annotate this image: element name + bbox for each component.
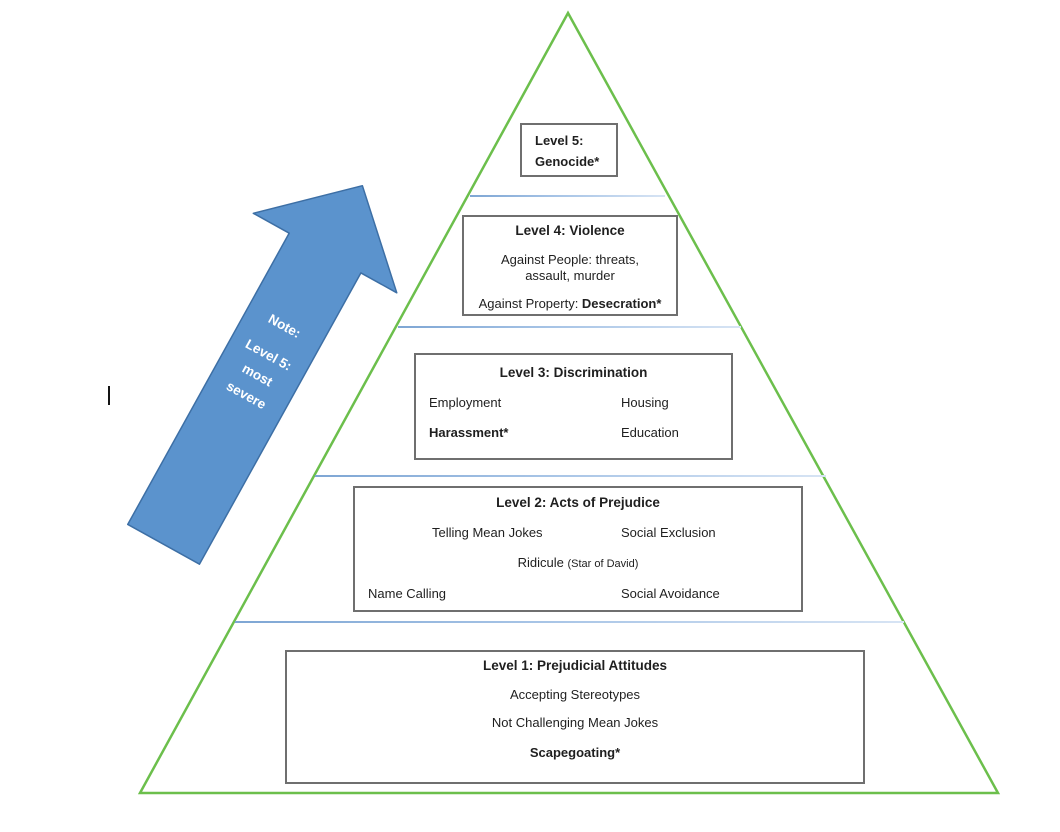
level-5-title: Level 5: bbox=[535, 133, 584, 148]
level-2-item-detail: (Star of David) bbox=[567, 558, 639, 570]
level-3-title: Level 3: Discrimination bbox=[499, 365, 648, 380]
level-divider-2-1 bbox=[235, 621, 904, 623]
level-2-item: Ridicule bbox=[517, 555, 568, 570]
level-1-item-bold: Scapegoating* bbox=[529, 745, 621, 760]
level-4-item-bold: Desecration* bbox=[581, 296, 662, 311]
level-2-item: Telling Mean Jokes bbox=[432, 525, 543, 540]
level-3-box: Level 3: Discrimination Employment Housi… bbox=[414, 353, 733, 460]
level-4-item: Against People: threats, bbox=[500, 252, 640, 267]
level-5-box: Level 5: Genocide* bbox=[520, 123, 618, 177]
level-4-box: Level 4: Violence Against People: threat… bbox=[462, 215, 678, 316]
level-1-item: Not Challenging Mean Jokes bbox=[491, 715, 659, 730]
level-3-row: Employment Housing bbox=[416, 395, 731, 411]
level-2-row: Telling Mean Jokes Social Exclusion bbox=[355, 525, 801, 541]
level-2-row: Name Calling Social Avoidance bbox=[355, 586, 801, 602]
level-3-item: Housing bbox=[621, 395, 669, 410]
level-divider-5-4 bbox=[470, 195, 665, 197]
level-1-title: Level 1: Prejudicial Attitudes bbox=[482, 658, 668, 673]
level-2-title: Level 2: Acts of Prejudice bbox=[496, 495, 660, 510]
level-2-row: Ridicule (Star of David) bbox=[355, 555, 801, 572]
level-3-row: Harassment* Education bbox=[416, 425, 731, 441]
level-divider-3-2 bbox=[315, 475, 826, 477]
level-2-item: Social Exclusion bbox=[621, 525, 716, 540]
text-cursor bbox=[108, 386, 110, 405]
level-4-title: Level 4: Violence bbox=[515, 223, 625, 238]
level-3-item: Employment bbox=[429, 395, 502, 410]
level-3-item: Education bbox=[621, 425, 679, 440]
level-5-item: Genocide* bbox=[535, 154, 600, 169]
level-divider-4-3 bbox=[398, 326, 741, 328]
level-2-box: Level 2: Acts of Prejudice Telling Mean … bbox=[353, 486, 803, 612]
level-2-item: Social Avoidance bbox=[621, 586, 720, 601]
level-2-item: Name Calling bbox=[368, 586, 447, 601]
level-3-item-bold: Harassment* bbox=[429, 425, 509, 440]
up-arrow-icon bbox=[127, 184, 398, 565]
level-1-box: Level 1: Prejudicial Attitudes Accepting… bbox=[285, 650, 865, 784]
severity-arrow: Note: Level 5: most severe bbox=[91, 145, 436, 586]
level-1-item: Accepting Stereotypes bbox=[509, 687, 641, 702]
level-4-item-prefix: Against Property: bbox=[478, 296, 582, 311]
level-4-item: Against Property: Desecration* bbox=[464, 296, 676, 312]
level-4-item: assault, murder bbox=[525, 268, 615, 283]
